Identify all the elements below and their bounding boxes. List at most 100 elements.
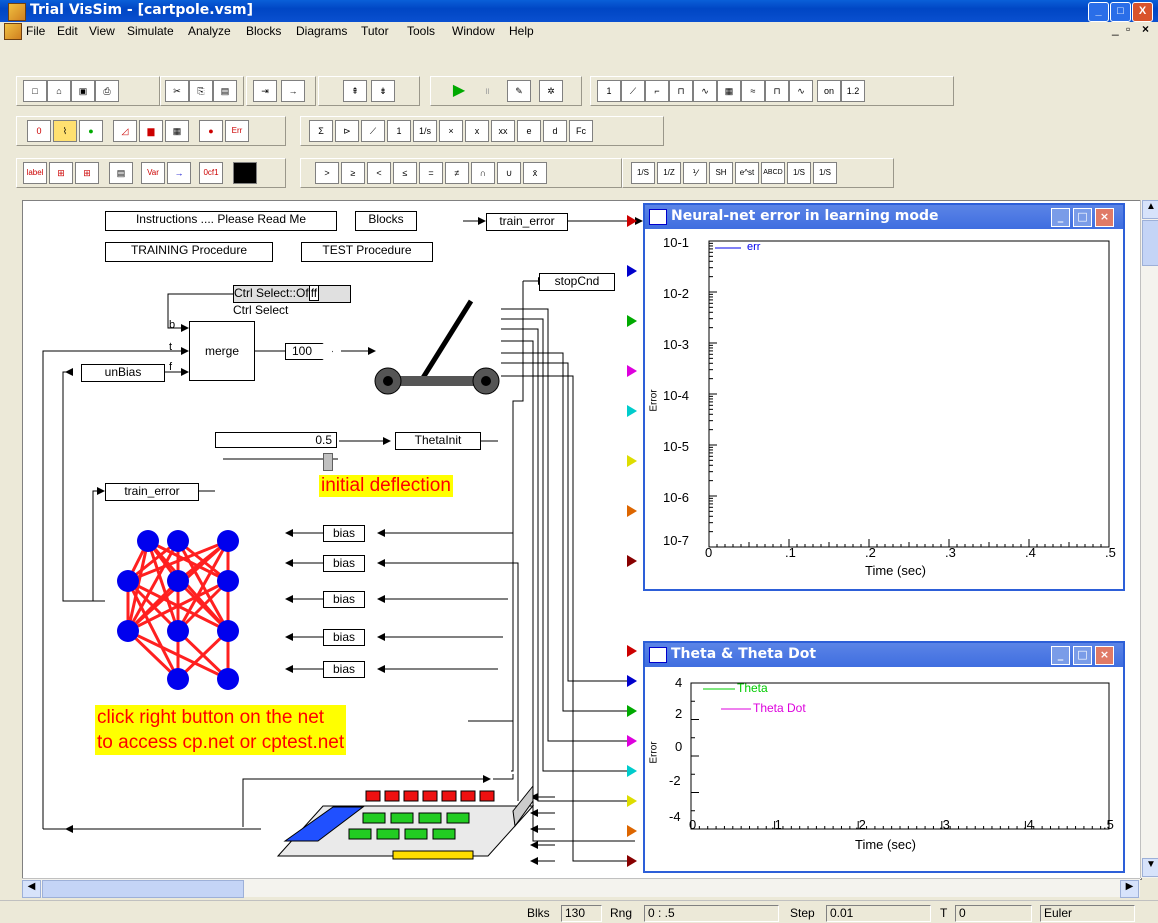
- mdi-restore-icon[interactable]: ▫: [1126, 22, 1131, 36]
- breakpoint-icon[interactable]: ✎: [507, 80, 531, 102]
- plot-window-error[interactable]: Neural-net error in learning mode _ □ × …: [643, 203, 1125, 591]
- le-icon[interactable]: ≤: [393, 162, 417, 184]
- gain-icon[interactable]: ⊳: [335, 120, 359, 142]
- on-off-icon[interactable]: on: [817, 80, 841, 102]
- plot-icon[interactable]: ⌇: [53, 120, 77, 142]
- table-icon[interactable]: ▦: [717, 80, 741, 102]
- limit-icon[interactable]: ⟋: [361, 120, 385, 142]
- list-icon[interactable]: ▤: [109, 162, 133, 184]
- out-icon[interactable]: ⊞: [75, 162, 99, 184]
- maximize-button[interactable]: □: [1110, 2, 1131, 22]
- wire-icon[interactable]: →: [167, 162, 191, 184]
- label-icon[interactable]: label: [23, 162, 47, 184]
- menu-edit[interactable]: Edit: [57, 24, 78, 38]
- bias-block-3[interactable]: bias: [323, 591, 365, 608]
- integrator-s2-icon[interactable]: 1/S: [787, 162, 811, 184]
- horizontal-scrollbar[interactable]: ◀ ▶: [22, 878, 1140, 898]
- mdi-close-icon[interactable]: ×: [1142, 22, 1150, 36]
- display-1-2-icon[interactable]: 1.2: [841, 80, 865, 102]
- bar-icon[interactable]: ▆: [139, 120, 163, 142]
- derivative-icon[interactable]: d: [543, 120, 567, 142]
- close-button[interactable]: X: [1132, 2, 1153, 22]
- merge-block[interactable]: merge: [189, 321, 255, 381]
- color-icon[interactable]: [233, 162, 257, 184]
- scroll-down-icon[interactable]: ▼: [1142, 858, 1158, 877]
- not-icon[interactable]: x̄: [523, 162, 547, 184]
- print-icon[interactable]: ⎙: [95, 80, 119, 102]
- plot-window-theta[interactable]: Theta & Theta Dot _ □ × Theta Theta Dot …: [643, 641, 1125, 873]
- plot1-minimize-button[interactable]: _: [1051, 208, 1070, 227]
- step-out-icon[interactable]: →: [281, 80, 305, 102]
- function-icon[interactable]: Fc: [569, 120, 593, 142]
- diagram-canvas[interactable]: Instructions .... Please Read Me Blocks …: [22, 200, 1142, 880]
- display-0-icon[interactable]: 0: [27, 120, 51, 142]
- doc-icon[interactable]: [4, 23, 22, 40]
- open-icon[interactable]: ⌂: [47, 80, 71, 102]
- plot1-close-button[interactable]: ×: [1095, 208, 1114, 227]
- scroll-right-icon[interactable]: ▶: [1120, 880, 1139, 898]
- train-error-variable[interactable]: train_error: [486, 213, 568, 231]
- ge-icon[interactable]: ≥: [341, 162, 365, 184]
- step-icon[interactable]: ⌐: [645, 80, 669, 102]
- sum-icon[interactable]: Σ: [309, 120, 333, 142]
- plot-window-error-titlebar[interactable]: Neural-net error in learning mode _ □ ×: [645, 205, 1123, 229]
- menu-file[interactable]: File: [26, 24, 46, 38]
- const-1-icon[interactable]: 1: [597, 80, 621, 102]
- save-icon[interactable]: ▣: [71, 80, 95, 102]
- go-up-icon[interactable]: ⇞: [343, 80, 367, 102]
- err-icon[interactable]: Err: [225, 120, 249, 142]
- vertical-scrollbar[interactable]: ▲ ▼: [1140, 200, 1158, 878]
- integrator-s3-icon[interactable]: 1/S: [813, 162, 837, 184]
- const-100-block[interactable]: 100: [285, 343, 333, 360]
- exp-st-icon[interactable]: e^st: [735, 162, 759, 184]
- cut-icon[interactable]: ✂: [165, 80, 189, 102]
- stop-light-icon[interactable]: ●: [199, 120, 223, 142]
- wave-icon[interactable]: ∿: [789, 80, 813, 102]
- noise-icon[interactable]: ≈: [741, 80, 765, 102]
- training-procedure-button[interactable]: TRAINING Procedure: [105, 242, 273, 262]
- menu-simulate[interactable]: Simulate: [127, 24, 174, 38]
- scroll-up-icon[interactable]: ▲: [1142, 200, 1158, 219]
- menu-diagrams[interactable]: Diagrams: [296, 24, 348, 38]
- vertical-scroll-thumb[interactable]: [1142, 220, 1158, 266]
- menu-view[interactable]: View: [89, 24, 115, 38]
- state-space-icon[interactable]: ABCD: [761, 162, 785, 184]
- divide-icon[interactable]: x: [465, 120, 489, 142]
- go-down-icon[interactable]: ⇟: [371, 80, 395, 102]
- pulse-icon[interactable]: ⊓: [669, 80, 693, 102]
- thetainit-variable[interactable]: ThetaInit: [395, 432, 481, 450]
- power-icon[interactable]: xx: [491, 120, 515, 142]
- plot2-maximize-button[interactable]: □: [1073, 646, 1092, 665]
- light-icon[interactable]: ●: [79, 120, 103, 142]
- eq-icon[interactable]: =: [419, 162, 443, 184]
- ocf1-icon[interactable]: 0cf1: [199, 162, 223, 184]
- plot2-minimize-button[interactable]: _: [1051, 646, 1070, 665]
- multiply-icon[interactable]: ×: [439, 120, 463, 142]
- plot2-close-button[interactable]: ×: [1095, 646, 1114, 665]
- menu-tutor[interactable]: Tutor: [361, 24, 389, 38]
- delay-icon[interactable]: 1: [387, 120, 411, 142]
- transfer-fn-icon[interactable]: ⅟: [683, 162, 707, 184]
- and-icon[interactable]: ∩: [471, 162, 495, 184]
- stopcnd-variable[interactable]: stopCnd: [539, 273, 615, 291]
- z-transfer-icon[interactable]: 1/Z: [657, 162, 681, 184]
- menu-window[interactable]: Window: [452, 24, 495, 38]
- menu-analyze[interactable]: Analyze: [188, 24, 231, 38]
- bias-block-1[interactable]: bias: [323, 525, 365, 542]
- square-icon[interactable]: ⊓: [765, 80, 789, 102]
- unbias-variable[interactable]: unBias: [81, 364, 165, 382]
- integrator-s-icon[interactable]: 1/S: [631, 162, 655, 184]
- or-icon[interactable]: ∪: [497, 162, 521, 184]
- bias-block-4[interactable]: bias: [323, 629, 365, 646]
- exp-icon[interactable]: e: [517, 120, 541, 142]
- menu-blocks[interactable]: Blocks: [246, 24, 282, 38]
- scroll-left-icon[interactable]: ◀: [22, 880, 41, 898]
- instructions-button[interactable]: Instructions .... Please Read Me: [105, 211, 337, 231]
- in-icon[interactable]: ⊞: [49, 162, 73, 184]
- pause-icon[interactable]: ॥: [475, 80, 499, 102]
- test-procedure-button[interactable]: TEST Procedure: [301, 242, 433, 262]
- blocks-button[interactable]: Blocks: [355, 211, 417, 231]
- menu-help[interactable]: Help: [509, 24, 534, 38]
- meter-icon[interactable]: ◿: [113, 120, 137, 142]
